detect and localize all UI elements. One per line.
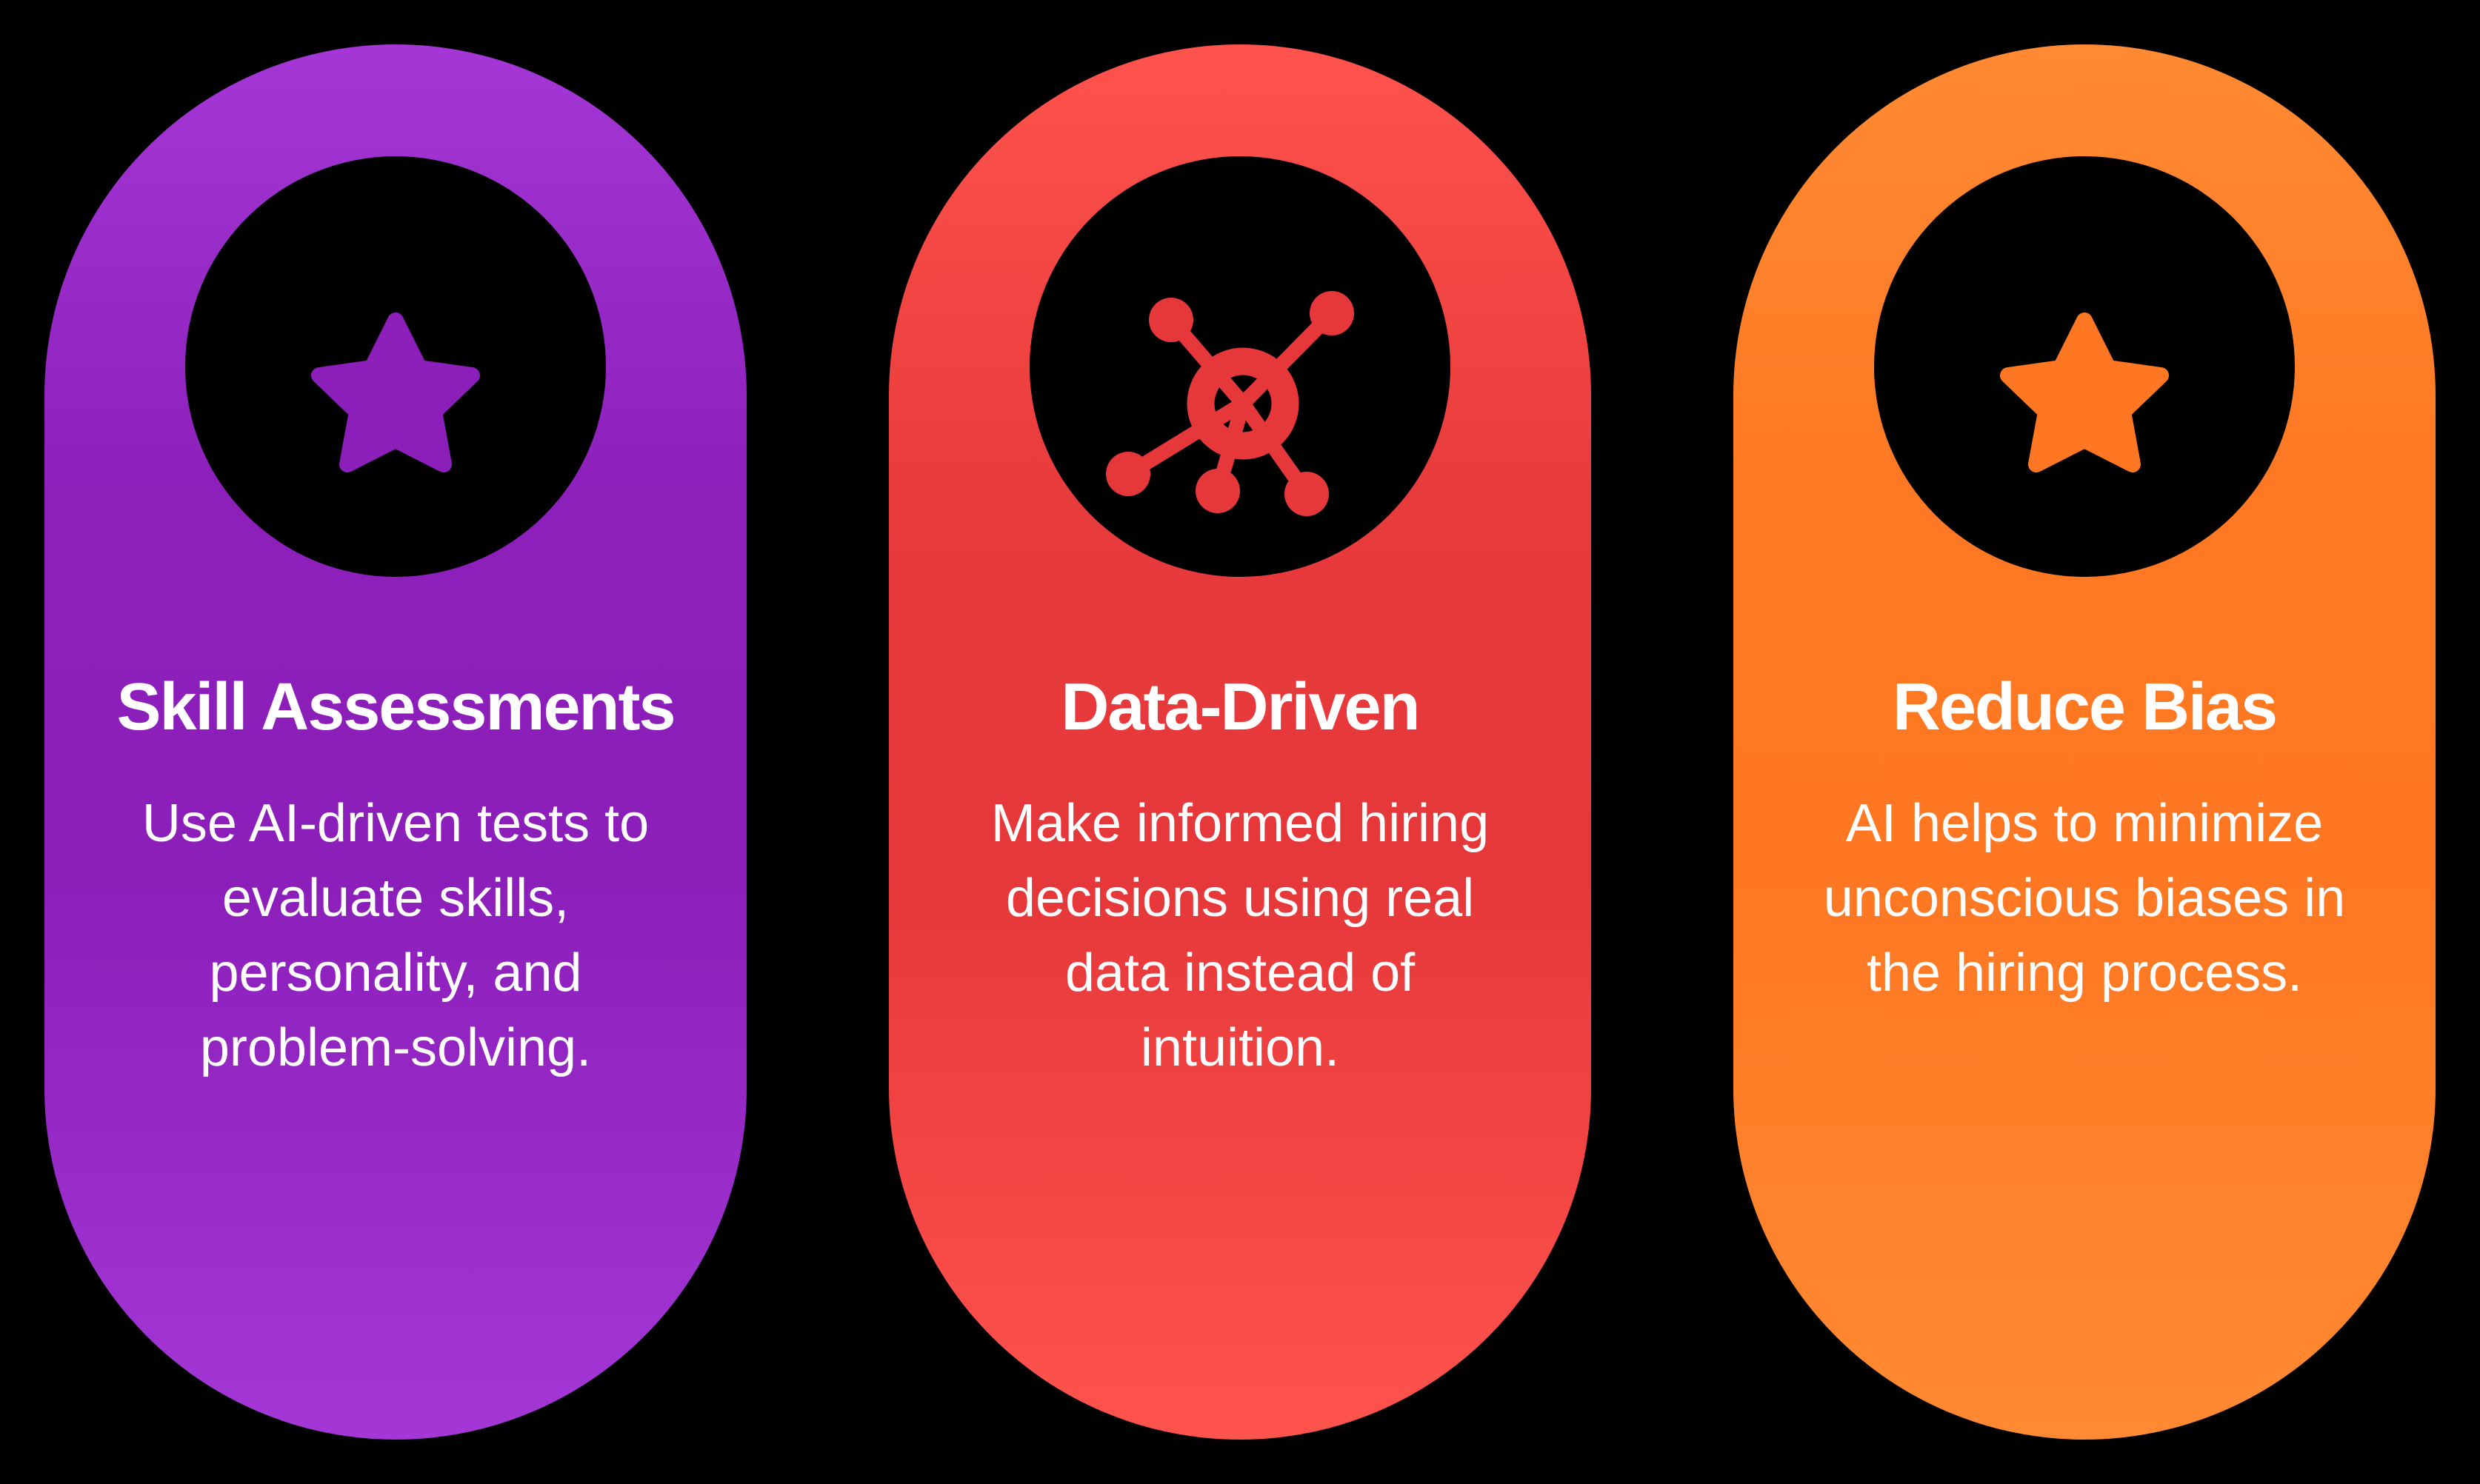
star-icon xyxy=(311,312,480,472)
description-line: the hiring process. xyxy=(1866,943,2303,1003)
description-line: Make informed hiring xyxy=(990,794,1490,853)
description-line: unconscious biases in xyxy=(1823,869,2346,928)
description-line: AI helps to minimize xyxy=(1845,794,2324,853)
description-line: evaluate skills, xyxy=(221,869,570,928)
description-line: decisions using real xyxy=(1005,869,1475,928)
icon-circle xyxy=(1030,156,1450,577)
card-title: Reduce Bias xyxy=(1892,670,2278,744)
star-icon xyxy=(2000,312,2169,472)
card-description: Use AI-driven tests to evaluate skills, … xyxy=(74,786,717,1086)
icon-circle xyxy=(1874,156,2295,577)
card-title: Skill Assessments xyxy=(116,670,676,744)
card-data-driven: Data-Driven Make informed hiring decisio… xyxy=(889,44,1591,1440)
description-line: Use AI-driven tests to xyxy=(141,794,650,853)
card-description: AI helps to minimize unconscious biases … xyxy=(1763,786,2406,1011)
icon-circle xyxy=(185,156,606,577)
network-hub-icon xyxy=(1106,291,1354,516)
description-line: problem-solving. xyxy=(199,1018,592,1077)
card-description: Make informed hiring decisions using rea… xyxy=(919,786,1561,1086)
description-line: personality, and xyxy=(209,943,582,1003)
card-reduce-bias: Reduce Bias AI helps to minimize unconsc… xyxy=(1733,44,2436,1440)
card-title: Data-Driven xyxy=(1061,670,1420,744)
description-line: intuition. xyxy=(1140,1018,1340,1077)
card-skill-assessments: Skill Assessments Use AI-driven tests to… xyxy=(44,44,747,1440)
description-line: data instead of xyxy=(1064,943,1416,1003)
